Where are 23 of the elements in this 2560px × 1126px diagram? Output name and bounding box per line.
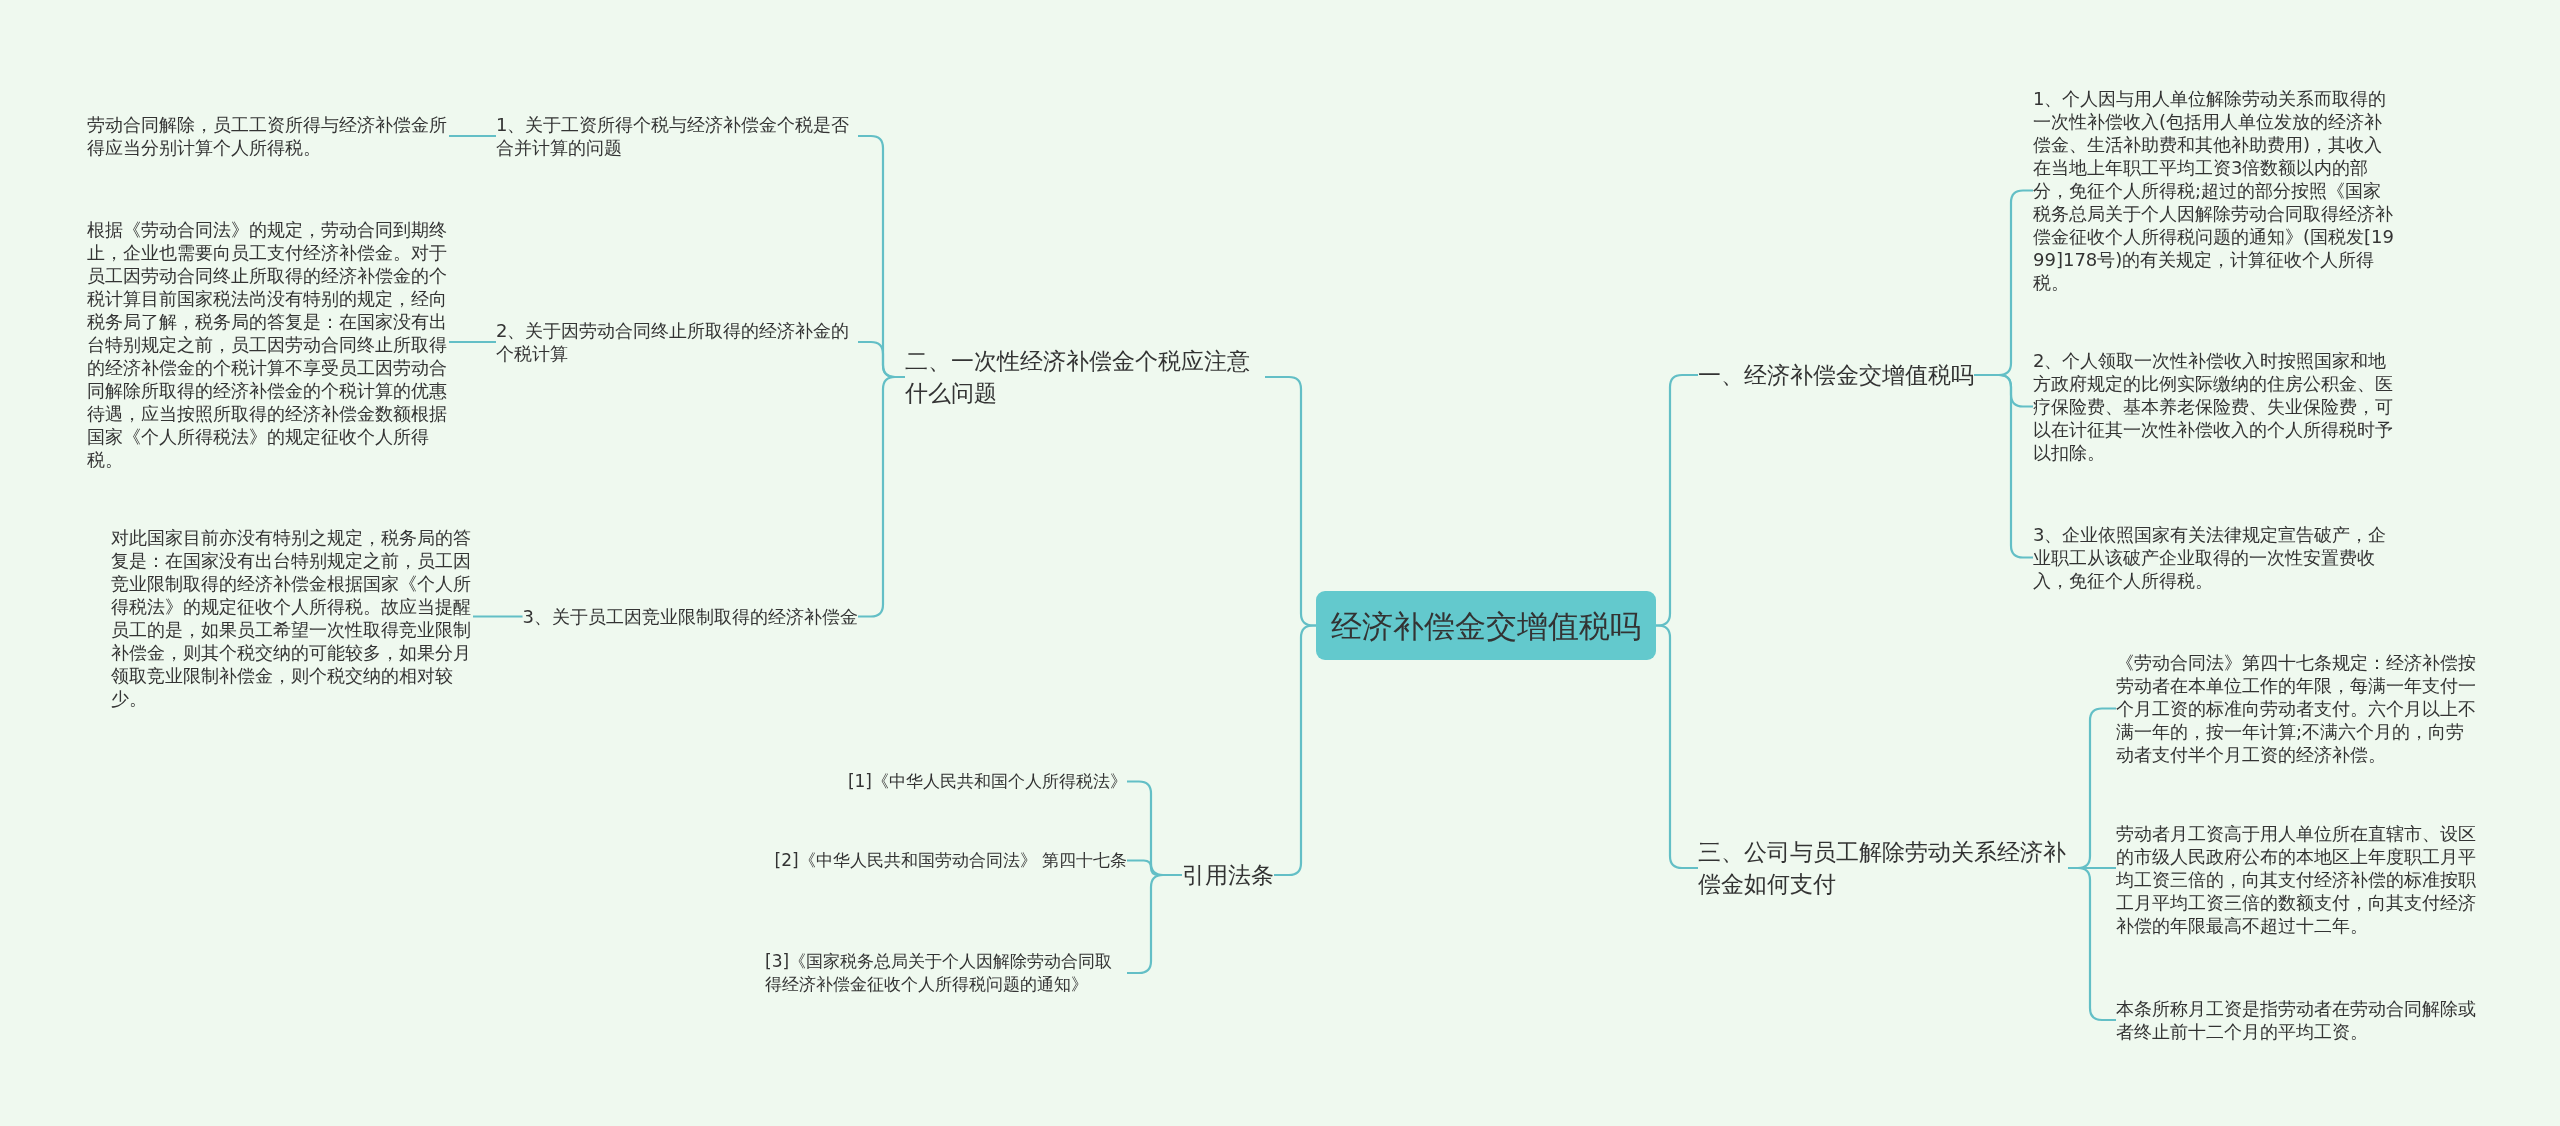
subtopic-text: 1、关于工资所得个税与经济补偿金个税是否合并计算的问题 [496, 113, 858, 159]
reference-text: [1]《中华人民共和国个人所得税法》 [847, 770, 1127, 793]
branch-topic: 一、经济补偿金交增值税吗 [1698, 359, 1974, 391]
note-text: 根据《劳动合同法》的规定，劳动合同到期终止，企业也需要向员工支付经济补偿金。对于员工因劳动合同终止所取得的经济补偿金的个税计算目前国家税法尚没有特别的规定，经向税务局了解，税务局的答复是：在国家没有出台特别规定之前，员工因劳动合同终止所取得的经济补偿金的个税计算不享受员工因劳动合同解除所取得的经济补偿金的个税计算的优惠待遇，应当按照所取得的经济补偿金数额根据国家《个人所得税法》的规定征收个人所得税。 [87, 218, 449, 471]
connector-line [473, 615, 523, 618]
subtopic-text: 本条所称月工资是指劳动者在劳动合同解除或者终止前十二个月的平均工资。 [2116, 997, 2481, 1043]
subtopic-text: 2、关于因劳动合同终止所取得的经济补金的个税计算 [496, 319, 858, 365]
branch-topic: 二、一次性经济补偿金个税应注意什么问题 [905, 345, 1265, 409]
connector-line [449, 340, 496, 344]
subtopic-text: 1、个人因与用人单位解除劳动关系而取得的一次性补偿收入(包括用人单位发放的经济补偿金、生活补助费和其他补助费用)，其收入在当地上年职工平均工资3倍数额以内的部分，免征个人所得税;超过的部分按照《国家税务总局关于个人因解除劳动合同取得经济补偿金征收个人所得税问题的通知》(国税发[1999]178号)的有关规定，计算征收个人所得税。 [2033, 87, 2398, 294]
subtopic-text: 2、个人领取一次性补偿收入时按照国家和地方政府规定的比例实际缴纳的住房公积金、医疗保险费、基本养老保险费、失业保险费，可以在计征其一次性补偿收入的个人所得税时予以扣除。 [2033, 349, 2398, 464]
branch-topic: 三、公司与员工解除劳动关系经济补偿金如何支付 [1698, 836, 2068, 900]
subtopic-text: 3、关于员工因竞业限制取得的经济补偿金 [522, 605, 858, 628]
reference-text: [2]《中华人民共和国劳动合同法》 第四十七条 [774, 849, 1127, 872]
subtopic-text: 劳动者月工资高于用人单位所在直辖市、设区的市级人民政府公布的本地区上年度职工月平均工资三倍的，向其支付经济补偿的标准按职工月平均工资三倍的数额支付，向其支付经济补偿的年限最高不超过十二年。 [2116, 822, 2481, 937]
subtopic-text: 《劳动合同法》第四十七条规定：经济补偿按劳动者在本单位工作的年限，每满一年支付一个月工资的标准向劳动者支付。六个月以上不满一年的，按一年计算;不满六个月的，向劳动者支付半个月工资的经济补偿。 [2116, 651, 2481, 766]
reference-text: [3]《国家税务总局关于个人因解除劳动合同取得经济补偿金征收个人所得税问题的通知》 [765, 950, 1127, 996]
note-text: 劳动合同解除，员工工资所得与经济补偿金所得应当分别计算个人所得税。 [87, 113, 449, 159]
central-topic: 经济补偿金交增值税吗 [1316, 591, 1656, 660]
subtopic-text: 3、企业依照国家有关法律规定宣告破产，企业职工从该破产企业取得的一次性安置费收入，免征个人所得税。 [2033, 523, 2398, 592]
branch-topic: 引用法条 [1182, 859, 1274, 891]
connector-line [449, 134, 496, 138]
note-text: 对此国家目前亦没有特别之规定，税务局的答复是：在国家没有出台特别规定之前，员工因竞业限制取得的经济补偿金根据国家《个人所得税法》的规定征收个人所得税。故应当提醒员工的是，如果员工希望一次性取得竞业限制补偿金，则其个税交纳的可能较多，如果分月领取竞业限制补偿金，则个税交纳的相对较少。 [111, 526, 473, 710]
